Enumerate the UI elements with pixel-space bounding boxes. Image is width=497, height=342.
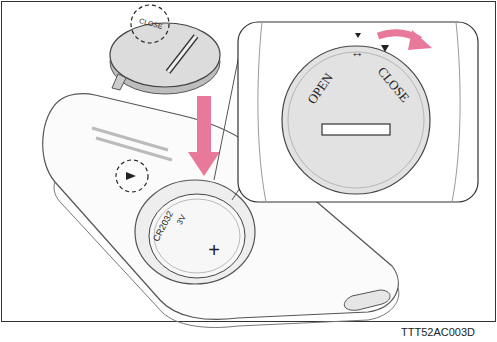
battery-cover-closeup [282, 46, 430, 194]
cover-slot-inner [168, 36, 196, 72]
fob-edge [258, 22, 460, 202]
coin-slot [322, 124, 390, 135]
frame [2, 2, 496, 322]
leader-line [232, 188, 240, 200]
zoom-panel [238, 22, 478, 202]
alignment-mark [381, 45, 389, 52]
cover-tab [112, 74, 126, 90]
dashed-mark-circle [131, 5, 169, 43]
cover-rim [288, 52, 424, 188]
battery-cover [110, 23, 220, 87]
dashed-mark-circle [116, 160, 148, 192]
install-arrow [197, 96, 211, 154]
alignment-mark [126, 172, 136, 180]
cover-marking: ↔ [351, 46, 364, 59]
cover-slot [168, 36, 196, 72]
battery-compartment [135, 180, 255, 284]
battery [149, 194, 245, 278]
fob-groove [92, 128, 172, 160]
fob-side [54, 182, 399, 327]
figure-code: TTT52AC003D [401, 327, 475, 338]
turn-arrow-head [408, 30, 432, 50]
battery-marking: + [208, 240, 220, 260]
leader-line [214, 50, 240, 180]
key-fob-body [43, 94, 399, 320]
alignment-mark [355, 33, 361, 38]
key-ring-slot [344, 290, 390, 310]
